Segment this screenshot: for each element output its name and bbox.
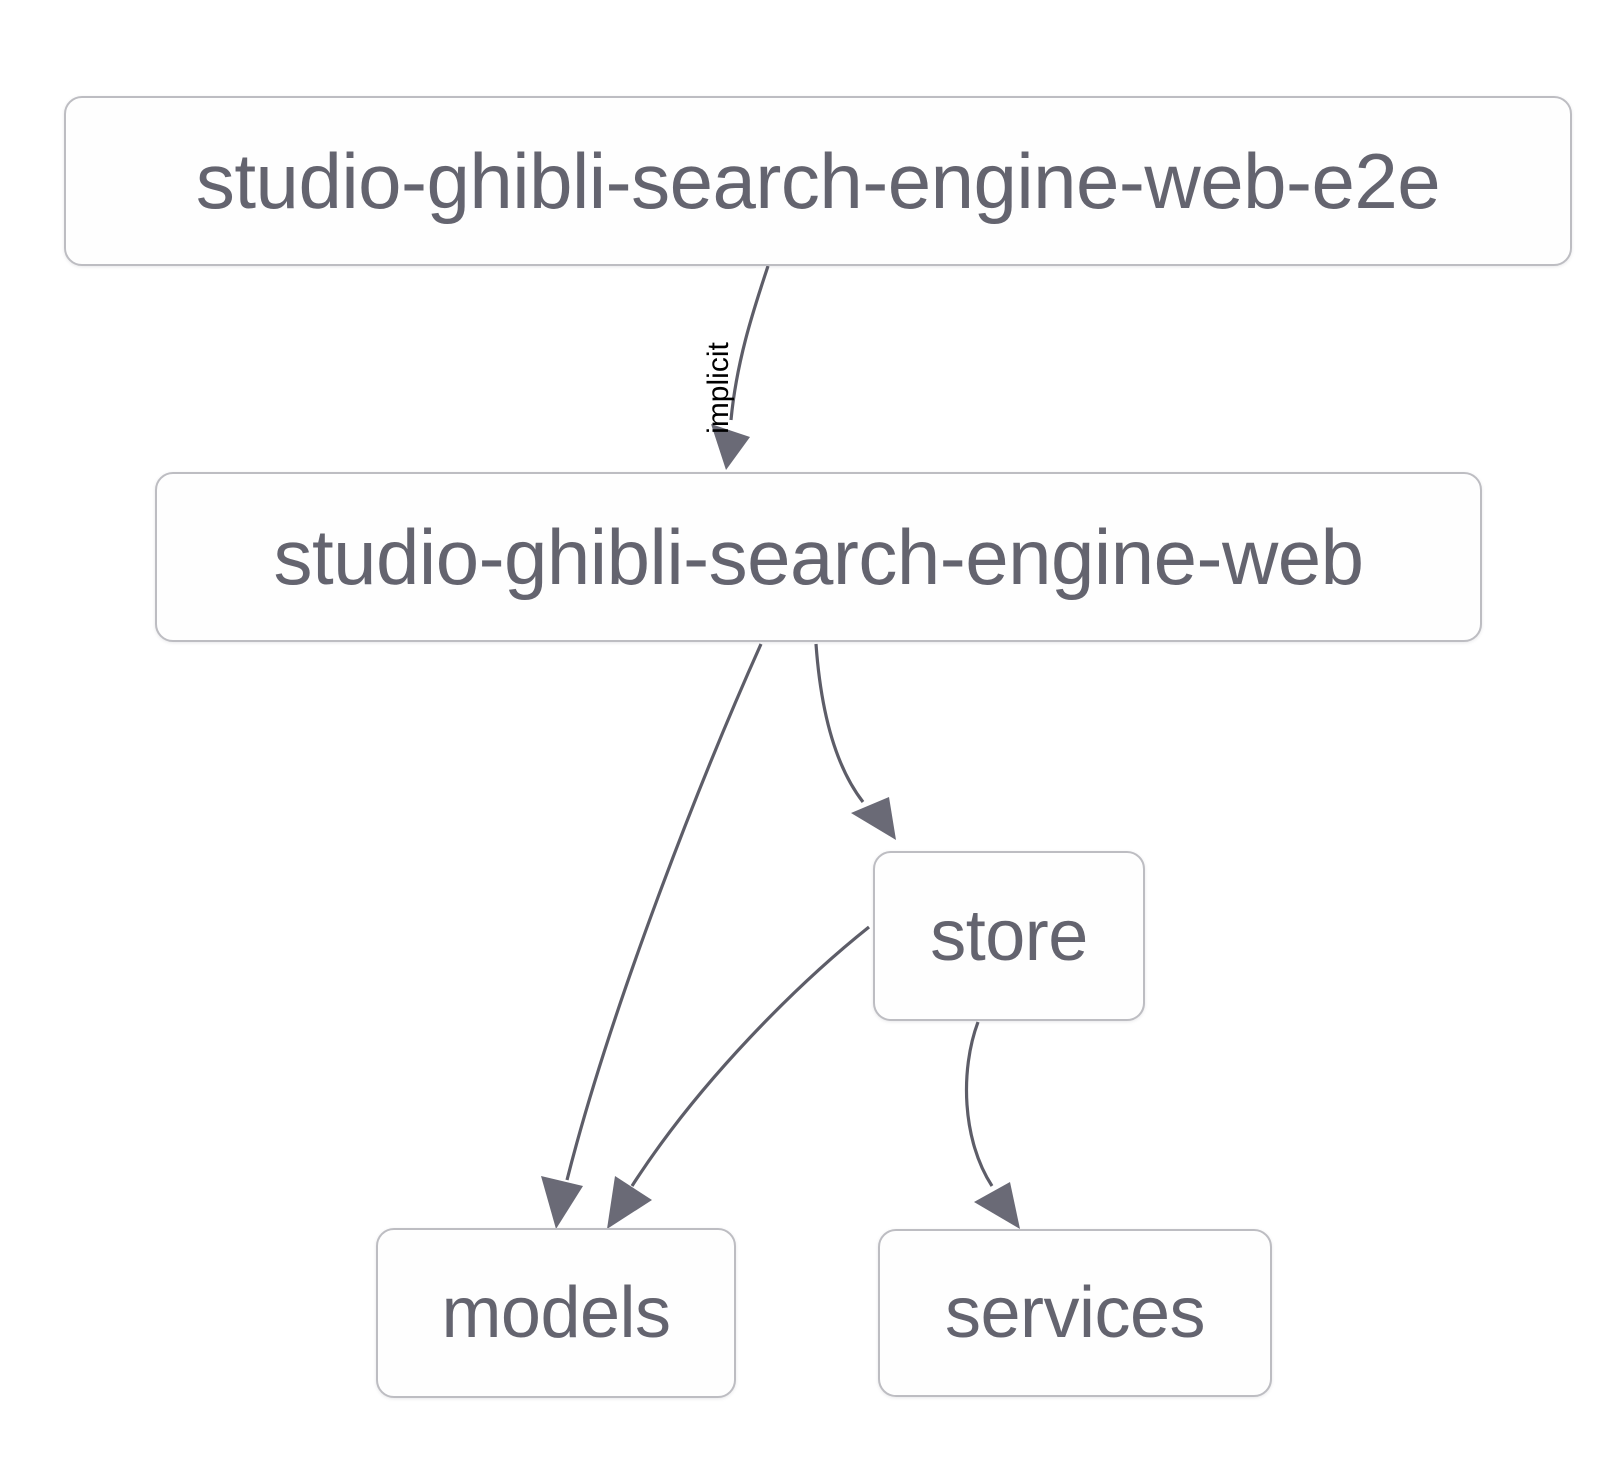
node-label-services: services: [944, 1273, 1206, 1353]
edge-label-implicit: implicit: [702, 342, 735, 434]
edge-web-to-store-path: [814, 643, 865, 803]
edge-e2e-to-web-path: [729, 265, 770, 421]
edge-store-to-models: [607, 925, 870, 1229]
node-models[interactable]: models: [376, 1228, 736, 1398]
edge-store-to-services-path: [964, 1021, 994, 1187]
node-studio-ghibli-search-engine-web-e2e[interactable]: studio-ghibli-search-engine-web-e2e: [64, 96, 1572, 266]
edge-web-to-models-arrowhead: [541, 1176, 583, 1229]
node-studio-ghibli-search-engine-web[interactable]: studio-ghibli-search-engine-web: [155, 472, 1482, 642]
node-label-e2e: studio-ghibli-search-engine-web-e2e: [195, 137, 1441, 225]
edge-web-to-store: [814, 643, 896, 840]
node-label-store: store: [930, 896, 1088, 976]
node-services[interactable]: services: [878, 1229, 1272, 1397]
edge-store-to-models-path: [630, 925, 870, 1187]
edge-web-to-models-path: [565, 643, 763, 1181]
node-store[interactable]: store: [873, 851, 1145, 1021]
node-label-models: models: [441, 1273, 671, 1353]
edge-web-to-models: [541, 643, 763, 1229]
node-label-web: studio-ghibli-search-engine-web: [273, 513, 1364, 601]
edge-web-to-store-arrowhead: [851, 797, 896, 840]
edge-store-to-services: [964, 1021, 1020, 1229]
edge-e2e-to-web-arrowhead: [711, 424, 750, 470]
edge-e2e-to-web: implicit: [702, 265, 770, 470]
edge-store-to-models-arrowhead: [607, 1176, 652, 1229]
edge-store-to-services-arrowhead: [974, 1182, 1020, 1229]
